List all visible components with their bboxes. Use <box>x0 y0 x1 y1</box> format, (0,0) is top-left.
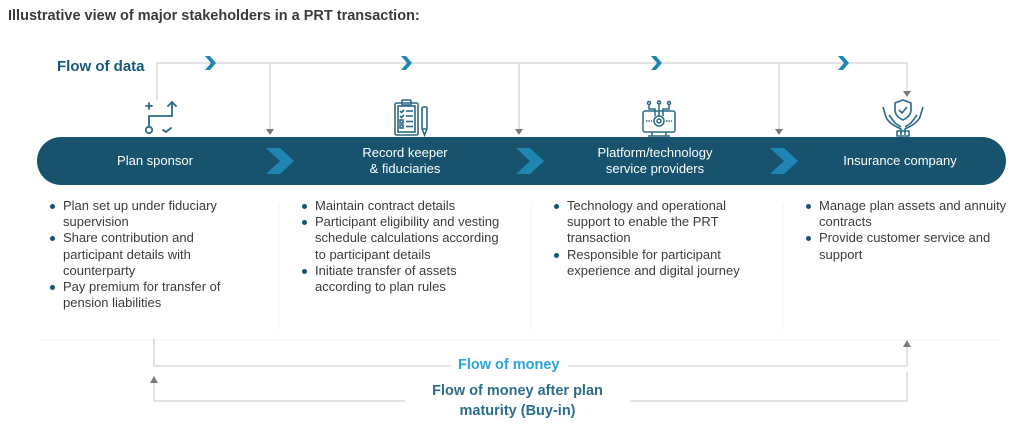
bullet-item: Plan set up under fiduciary supervision <box>45 198 245 230</box>
stage-record-keeper-line1: Record keeper <box>362 145 448 160</box>
plan-sponsor-bullets: Plan set up under fiduciary supervision … <box>45 198 245 311</box>
stage-record-keeper-line2: & fiduciaries <box>369 161 441 176</box>
data-chevron-icon-3 <box>651 56 662 70</box>
plan-strategy-icon <box>144 100 177 135</box>
bullet-item: Pay premium for transfer of pension liab… <box>45 279 245 311</box>
insurance-company-bullets: Manage plan assets and annuity contracts… <box>801 198 1021 263</box>
flow-of-data-label: Flow of data <box>57 58 145 75</box>
data-chevron-icon-2 <box>401 56 412 70</box>
buyin-label-line2: maturity (Buy-in) <box>459 403 576 419</box>
hands-shield-icon <box>882 99 924 137</box>
bullet-item: Initiate transfer of assets according to… <box>297 263 507 295</box>
bullet-item: Participant eligibility and vesting sche… <box>297 214 507 263</box>
data-chevron-icon-4 <box>838 56 849 70</box>
data-chevron-icon-1 <box>205 56 216 70</box>
data-flow-line <box>156 62 908 100</box>
arrowhead-up-buyin <box>150 376 158 383</box>
bullet-item: Technology and operational support to en… <box>549 198 759 247</box>
arrowhead-up-money <box>903 340 911 347</box>
flow-of-money-label: Flow of money <box>450 357 568 373</box>
arrowhead-down-1 <box>266 129 274 135</box>
arrowhead-down-3 <box>775 129 783 135</box>
stage-platform-tech-line2: service providers <box>605 161 705 176</box>
stage-record-keeper: Record keeper & fiduciaries <box>335 145 475 177</box>
stage-platform-tech-line1: Platform/technology <box>597 145 713 160</box>
page-title: Illustrative view of major stakeholders … <box>8 8 420 24</box>
arrowhead-down-4 <box>903 91 911 97</box>
tech-monitor-gear-icon <box>642 100 676 137</box>
bullet-item: Provide customer service and support <box>801 230 1021 262</box>
bullet-item: Manage plan assets and annuity contracts <box>801 198 1021 230</box>
stage-plan-sponsor: Plan sponsor <box>117 153 193 168</box>
bullet-item: Share contribution and participant detai… <box>45 230 245 279</box>
buyin-label-line1: Flow of money after plan <box>432 383 603 399</box>
flow-of-money-buyin-label: Flow of money after plan maturity (Buy-i… <box>405 381 630 421</box>
stage-insurance-company: Insurance company <box>843 153 957 168</box>
arrowhead-down-2 <box>515 129 523 135</box>
platform-tech-bullets: Technology and operational support to en… <box>549 198 759 279</box>
stage-platform-tech: Platform/technology service providers <box>575 145 735 177</box>
clipboard-checklist-icon <box>394 99 428 138</box>
bullet-item: Responsible for participant experience a… <box>549 247 759 279</box>
record-keeper-bullets: Maintain contract details Participant el… <box>297 198 507 295</box>
bullet-item: Maintain contract details <box>297 198 507 214</box>
